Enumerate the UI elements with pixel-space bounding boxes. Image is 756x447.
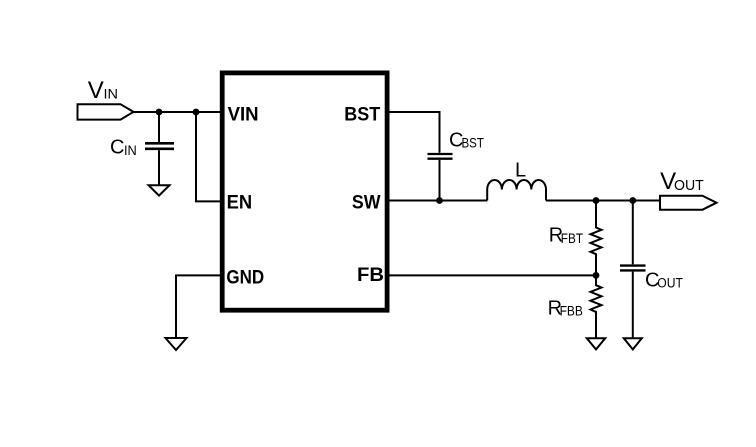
svg-text:BST: BST [462,136,484,151]
svg-text:V: V [660,168,676,195]
svg-text:GND: GND [226,266,264,288]
svg-text:C: C [645,270,659,292]
svg-text:IN: IN [104,87,119,102]
svg-text:FB: FB [357,264,384,286]
svg-text:OUT: OUT [657,276,683,291]
svg-text:OUT: OUT [674,177,704,194]
svg-text:C: C [110,137,124,159]
svg-text:SW: SW [352,191,381,213]
svg-text:FBT: FBT [561,231,583,246]
svg-text:C: C [449,130,463,152]
svg-text:R: R [548,298,562,320]
svg-text:EN: EN [227,191,253,213]
svg-text:V: V [88,77,104,104]
svg-text:IN: IN [124,143,137,158]
svg-text:L: L [515,160,526,182]
svg-text:FBB: FBB [560,304,583,319]
svg-text:BST: BST [344,103,380,125]
svg-text:VIN: VIN [228,103,259,125]
svg-text:R: R [549,225,563,247]
